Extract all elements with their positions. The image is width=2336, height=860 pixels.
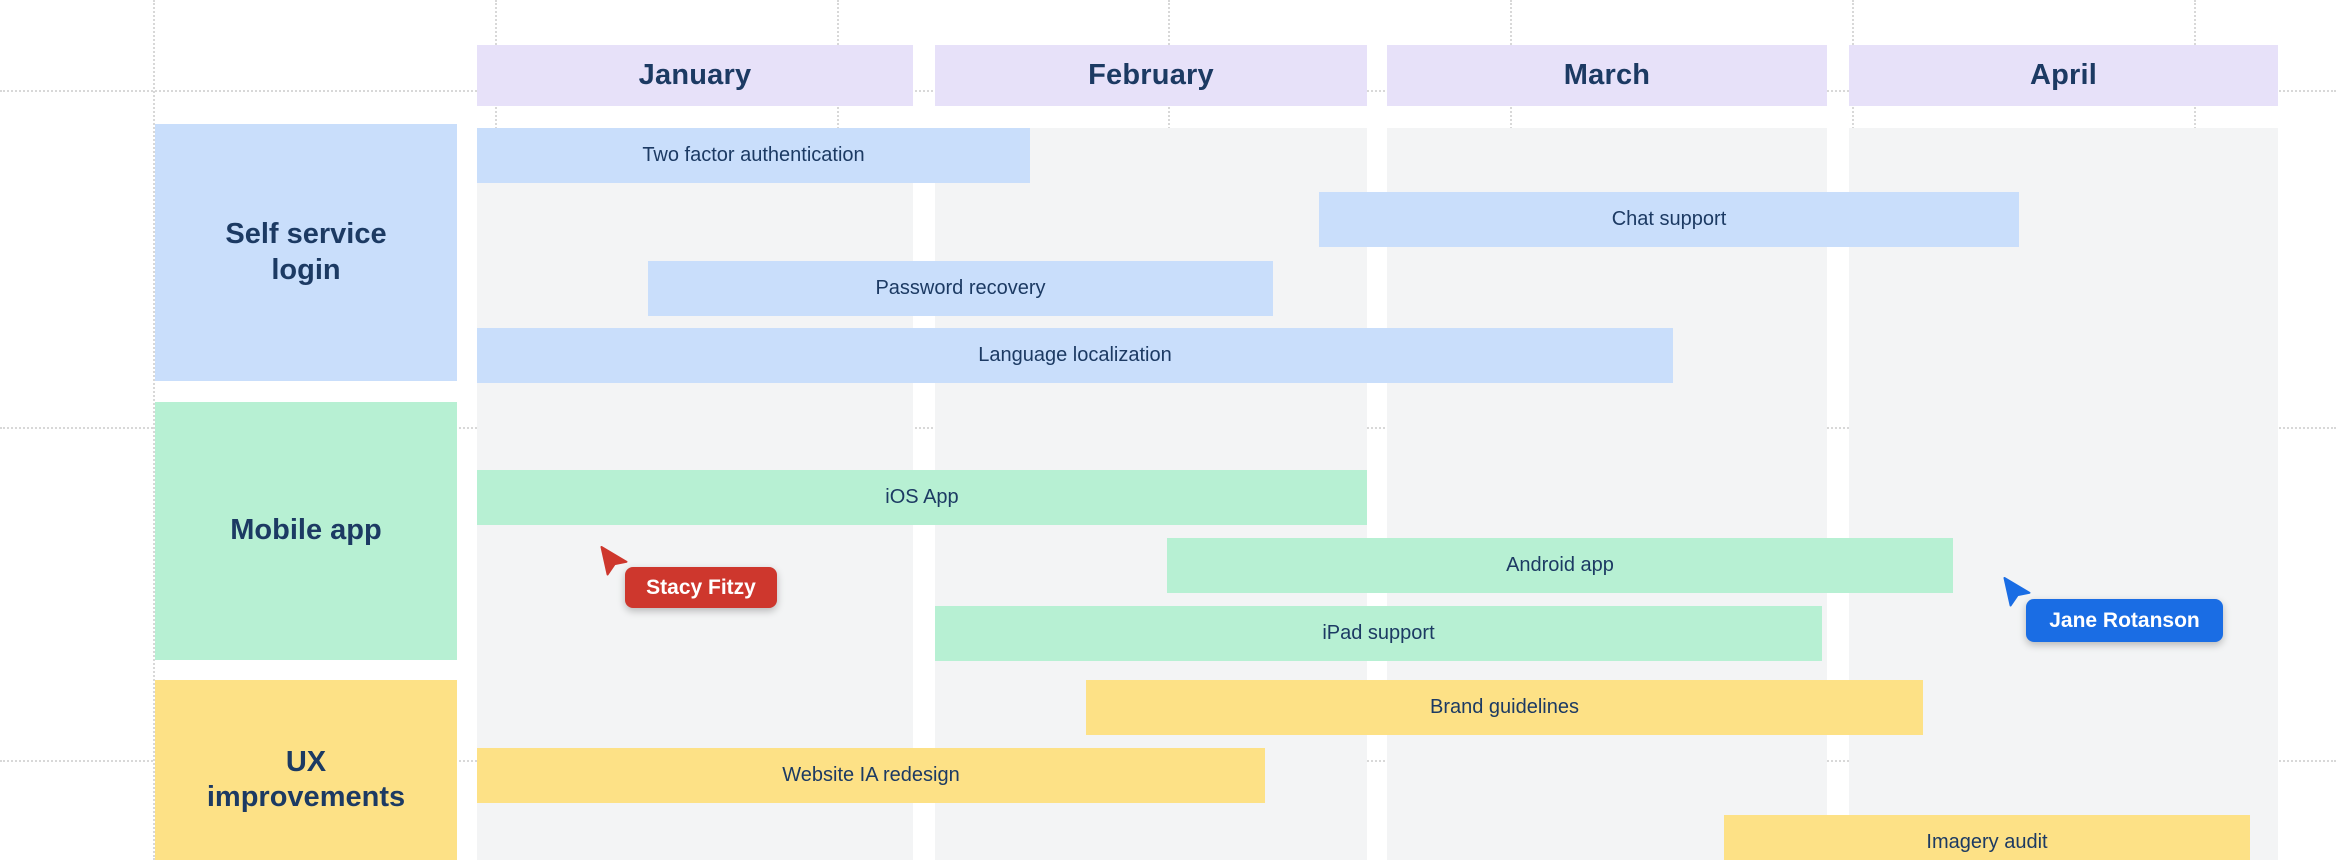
month-label: April — [2029, 59, 2098, 91]
month-column-april — [1849, 128, 2278, 860]
collaborator-name: Jane Rotanson — [2049, 608, 2200, 632]
task-bar-ipad-support[interactable]: iPad support — [935, 606, 1822, 661]
month-header-april[interactable]: April — [1849, 45, 2278, 106]
collaborator-name-badge-jane-rotanson: Jane Rotanson — [2026, 599, 2223, 642]
collaborator-name-badge-stacy-fitzy: Stacy Fitzy — [625, 567, 777, 608]
month-label: February — [1088, 59, 1214, 91]
cursor-arrow-icon — [2003, 577, 2031, 607]
task-label: Website IA redesign — [782, 764, 960, 786]
task-bar-password-recovery[interactable]: Password recovery — [648, 261, 1273, 316]
task-bar-language-localization[interactable]: Language localization — [477, 328, 1673, 383]
group-box-mobile-app[interactable]: Mobile app — [155, 402, 457, 660]
group-label: Mobile app — [230, 514, 382, 547]
cursor-arrow-icon — [600, 546, 628, 576]
task-label: iOS App — [885, 486, 959, 508]
month-label: March — [1563, 59, 1651, 91]
task-label: Imagery audit — [1926, 831, 2048, 853]
task-label: Chat support — [1611, 208, 1727, 230]
group-box-self-service-login[interactable]: Self service login — [155, 124, 457, 381]
task-bar-imagery-audit[interactable]: Imagery audit — [1724, 815, 2250, 860]
group-label: UX improvements — [206, 745, 406, 813]
collaborator-cursor-jane-rotanson — [2003, 577, 2033, 609]
task-bar-two-factor-authentication[interactable]: Two factor authentication — [477, 128, 1030, 183]
task-bar-android-app[interactable]: Android app — [1167, 538, 1953, 593]
collaborator-cursor-stacy-fitzy — [600, 546, 630, 578]
group-box-ux-improvements[interactable]: UX improvements — [155, 680, 457, 860]
month-header-january[interactable]: January — [477, 45, 913, 106]
month-label: January — [638, 59, 752, 91]
task-bar-brand-guidelines[interactable]: Brand guidelines — [1086, 680, 1923, 735]
collaborator-name: Stacy Fitzy — [646, 575, 756, 599]
task-label: Password recovery — [875, 277, 1046, 299]
task-label: iPad support — [1322, 622, 1435, 644]
month-column-march — [1387, 128, 1827, 860]
task-bar-chat-support[interactable]: Chat support — [1319, 192, 2019, 247]
task-bar-ios-app[interactable]: iOS App — [477, 470, 1367, 525]
task-label: Language localization — [978, 344, 1172, 366]
month-header-february[interactable]: February — [935, 45, 1367, 106]
task-bar-website-ia-redesign[interactable]: Website IA redesign — [477, 748, 1265, 803]
group-label: Self service login — [225, 218, 387, 286]
task-label: Brand guidelines — [1430, 696, 1579, 718]
month-header-march[interactable]: March — [1387, 45, 1827, 106]
task-label: Android app — [1506, 554, 1614, 576]
task-label: Two factor authentication — [642, 144, 865, 166]
grid-vline — [153, 0, 155, 860]
